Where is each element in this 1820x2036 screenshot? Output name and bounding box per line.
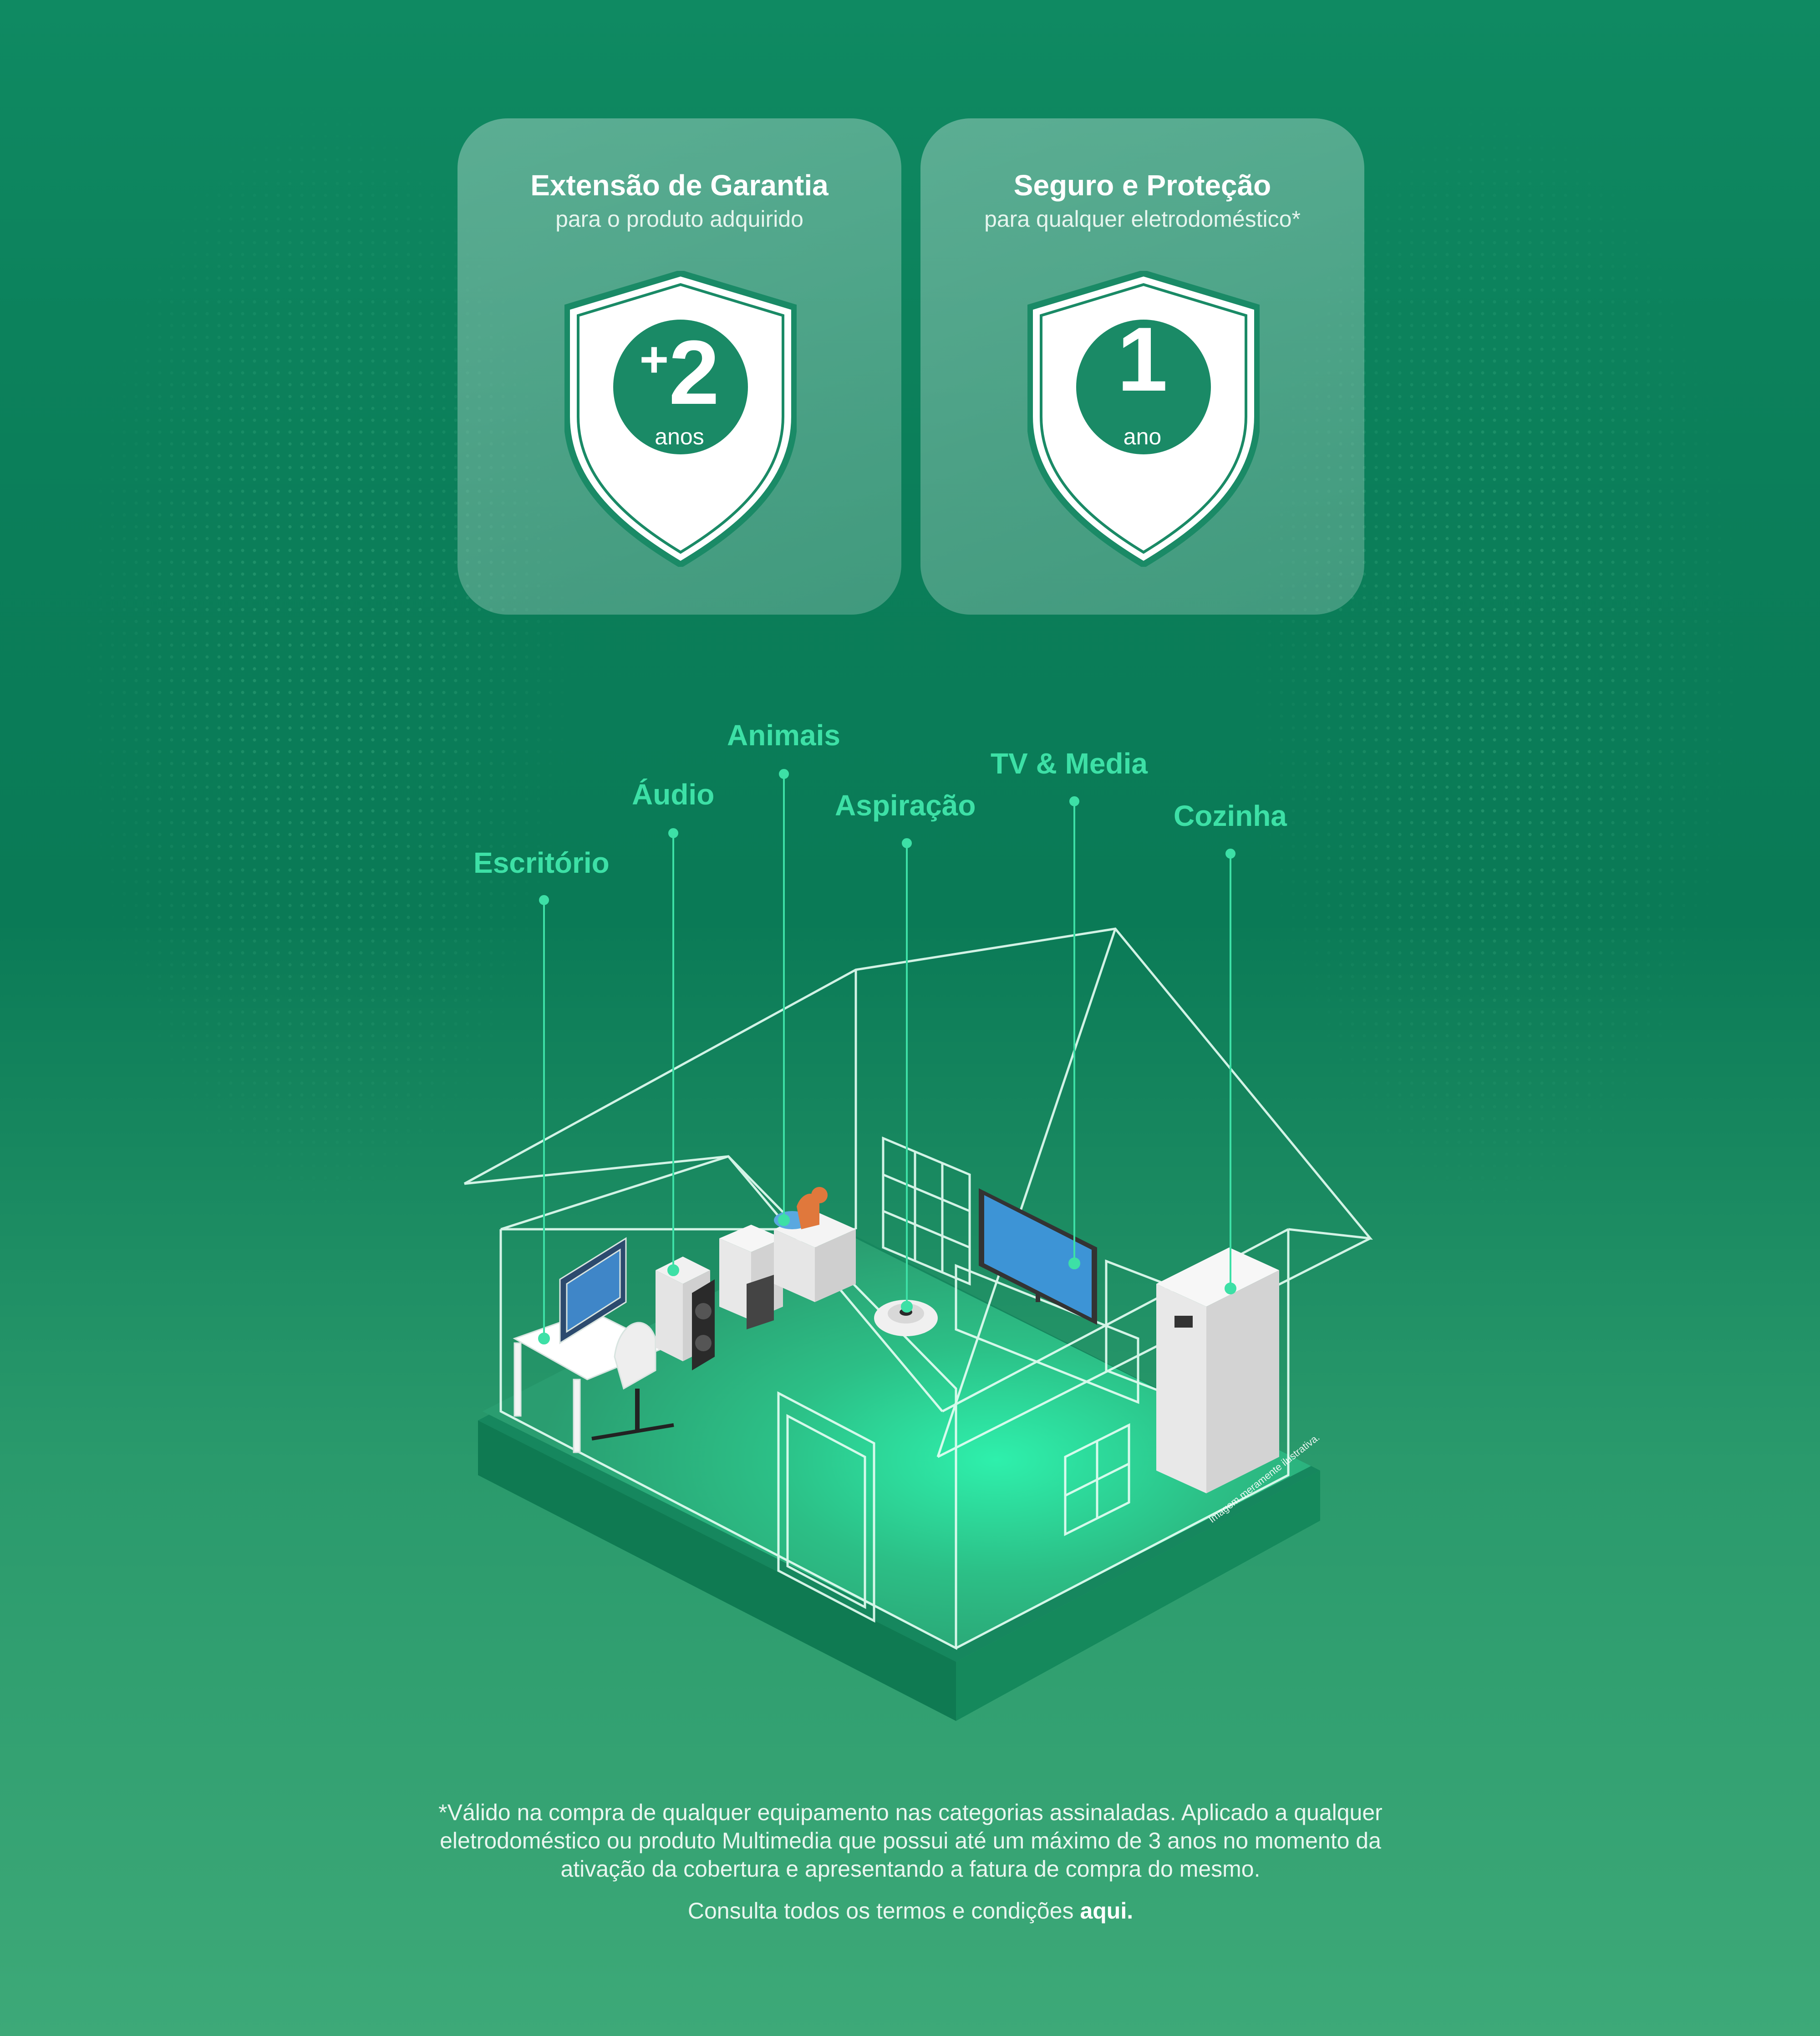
dotted-pattern-right — [1228, 0, 1820, 1457]
shield-icon — [1027, 271, 1260, 567]
badge-value: 1 — [1117, 309, 1168, 410]
refrigerator — [1156, 1247, 1279, 1493]
card-subtitle: para o produto adquirido — [555, 206, 803, 232]
card-title: Seguro e Proteção — [1013, 169, 1271, 202]
category-animals: Animais — [727, 719, 840, 752]
category-vacuum: Aspiração — [835, 789, 976, 822]
shield-icon — [564, 271, 797, 567]
card-subtitle: para qualquer eletrodoméstico* — [984, 206, 1301, 232]
badge-number: 1 — [920, 314, 1364, 405]
office-desk — [513, 1237, 674, 1453]
dotted-pattern-left — [0, 0, 592, 1457]
pet-device — [774, 1187, 856, 1302]
category-tv-media: TV & Media — [991, 747, 1148, 780]
category-office: Escritório — [473, 846, 610, 879]
footnote: *Válido na compra de qualquer equipament… — [438, 1800, 1383, 1882]
audio-system — [656, 1225, 783, 1370]
warranty-extension-card: Extensão de Garantia para o produto adqu… — [458, 118, 901, 615]
card-title: Extensão de Garantia — [530, 169, 829, 202]
terms-line: Consulta todos os termos e condições aqu… — [410, 1898, 1411, 1924]
terms-text: Consulta todos os termos e condições — [687, 1898, 1080, 1924]
television — [979, 1188, 1097, 1325]
insurance-protection-card: Seguro e Proteção para qualquer eletrodo… — [920, 118, 1364, 615]
robot-vacuum — [874, 1300, 938, 1336]
terms-link[interactable]: aqui. — [1080, 1898, 1134, 1924]
badge-prefix: + — [639, 331, 669, 387]
badge-unit: ano — [1123, 424, 1162, 449]
badge-unit: anos — [655, 424, 704, 449]
badge-value: 2 — [669, 322, 720, 423]
isometric-house-illustration — [463, 769, 1373, 1721]
badge-number: +2 — [458, 314, 901, 418]
category-kitchen: Cozinha — [1174, 799, 1287, 832]
category-audio: Áudio — [632, 778, 715, 811]
